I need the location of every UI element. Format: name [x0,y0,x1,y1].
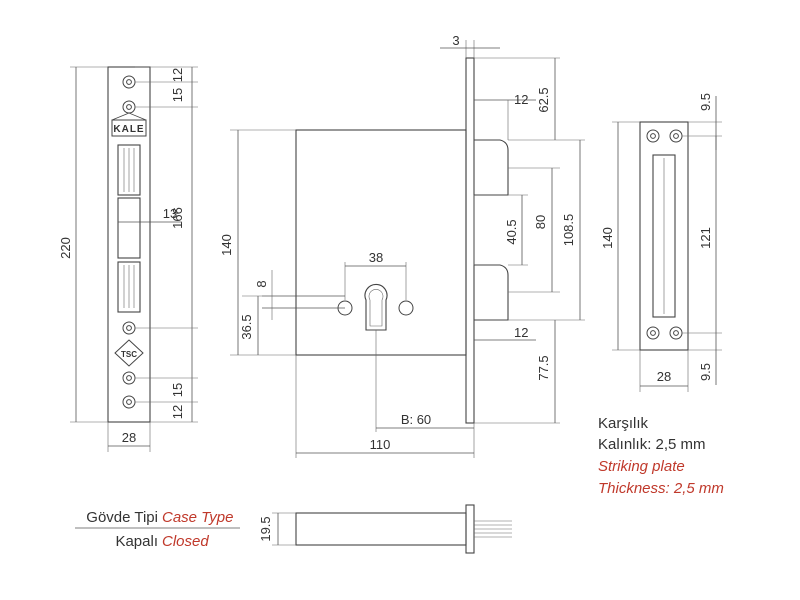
latch-bolt [474,139,509,196]
striking-plate-outline [639,121,689,351]
case-side-view: 19.5 [258,504,512,554]
striking-slot-length-label: 121 [698,227,713,249]
plate-thickness-label: 3 [452,33,459,48]
plate-width-label: 28 [122,430,136,445]
note-striking-plate-en: Striking plate [598,458,685,475]
latch-offset-top-label: 62.5 [536,87,551,112]
latch-width-label: 13 [163,206,177,221]
bottom-hole-2-label: 12 [170,405,185,419]
top-hole-1-label: 12 [170,68,185,82]
depth-label: 110 [370,437,391,452]
lock-body-view: 3 12 62.5 40.5 80 108.5 12 77.5 [219,33,585,458]
screw-hole-inner-icon [126,325,132,331]
key-offset-label: 8 [254,280,269,287]
striking-plate-notes: Karşılık Kalınlık: 2,5 mm Striking plate… [598,415,724,497]
bottom-offset-label: 77.5 [536,355,551,380]
screw-hole-inner-icon [126,399,132,405]
note-karsilik: Karşılık [598,415,649,432]
striking-plate-height-label: 140 [600,227,615,249]
deadbolt [474,264,509,321]
striking-width-label: 28 [657,369,671,384]
case-type-value-en: Closed [162,533,209,550]
latch-height-label: 40.5 [504,219,519,244]
center-distance-label: 80 [533,215,548,229]
striking-bottom-gap-label: 9.5 [698,363,713,381]
cylinder-spacing-label: 38 [369,250,383,265]
case-side-front-plate [465,504,475,554]
deadbolt-window [117,197,141,259]
top-hole-2-label: 15 [170,88,185,102]
deadbolt-span-label: 108.5 [561,214,576,247]
striking-plate-view: 140 9.5 121 9.5 28 [600,93,722,392]
note-kalinlik: Kalınlık: 2,5 mm [598,436,706,453]
plate-slot-label: 166 [170,207,185,229]
striking-top-gap-label: 9.5 [698,93,713,111]
lock-case-outline [295,129,467,356]
screw-hole-inner-icon [126,375,132,381]
lock-front-plate [465,57,475,424]
case-side-height-label: 19.5 [258,516,273,541]
case-type-legend: Gövde Tipi Case Type Kapalı Closed [75,509,240,550]
svg-text:KALE: KALE [113,124,144,135]
bottom-hole-1-label: 15 [170,383,185,397]
svg-text:TSC: TSC [121,350,137,359]
cylinder-height-label: 36.5 [239,314,254,339]
screw-hole-inner-icon [650,330,656,336]
striking-plate-slot [652,154,676,318]
case-type-label-en: Case Type [162,509,233,526]
tsc-logo: TSC [114,339,144,367]
screw-hole-inner-icon [673,133,679,139]
screw-hole-inner-icon [126,79,132,85]
screw-hole-inner-icon [650,133,656,139]
front-plate-view: 220 KALE 13 TSC [58,66,198,452]
case-side-outline [295,512,467,546]
case-height-label: 140 [219,234,234,256]
screw-hole-inner-icon [126,104,132,110]
cylinder-hole [364,283,388,331]
latch-top-label: 12 [514,92,528,107]
front-plate-outline [107,66,151,423]
kale-logo: KALE [111,112,147,137]
deadbolt-bottom-label: 12 [514,325,528,340]
backset-label: B: 60 [401,412,431,427]
screw-hole-inner-icon [673,330,679,336]
case-type-value-tr: Kapalı [115,533,158,550]
note-thickness-en: Thickness: 2,5 mm [598,480,724,497]
spindle-hole-right-icon [398,300,414,316]
latch-window [117,144,141,196]
lower-latch-window [117,261,141,313]
case-type-label-tr: Gövde Tipi [86,509,158,526]
plate-height-label: 220 [58,237,73,259]
